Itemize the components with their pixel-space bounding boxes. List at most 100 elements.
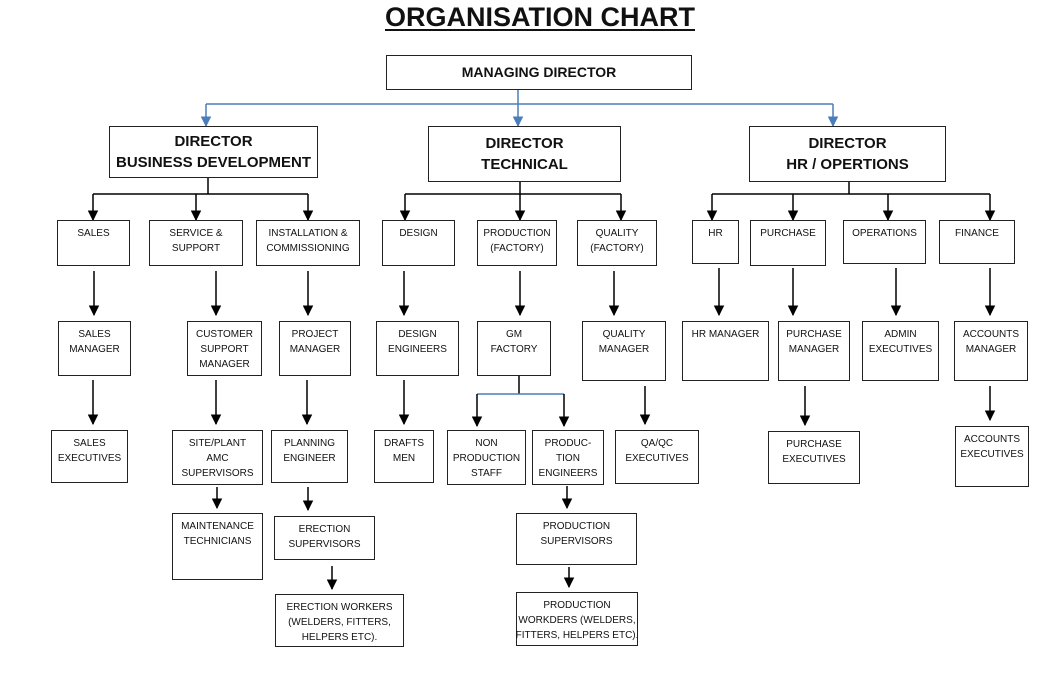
node-label-line: SERVICE & xyxy=(169,228,223,239)
node-label-line: (FACTORY) xyxy=(590,243,644,254)
node-label-line: TECHNICAL xyxy=(481,156,568,173)
node-label-line: DIRECTOR xyxy=(808,135,887,152)
node-label-line: CUSTOMER xyxy=(195,329,254,340)
node-label-line: SUPPORT xyxy=(200,344,249,355)
node-label-line: BUSINESS DEVELOPMENT xyxy=(115,154,312,171)
node-label-line: SUPERVISORS xyxy=(288,539,361,550)
node-label-line: DIRECTOR xyxy=(485,135,564,152)
node-label-line: SUPERVISORS xyxy=(540,536,613,547)
node-label-line: ENGINEERS xyxy=(538,468,598,479)
node-gm-factory: GM FACTORY xyxy=(477,321,551,376)
node-label-line: PLANNING xyxy=(283,438,336,449)
node-label-line: HR / OPERTIONS xyxy=(786,156,909,173)
node-label-line: ERECTION xyxy=(298,524,351,535)
node-erection-workers: ERECTION WORKERS (WELDERS, FITTERS, HELPER… xyxy=(275,594,404,647)
node-label-line: HELPERS ETC). xyxy=(301,632,378,643)
node-sales-executives: SALES EXECUTIVES xyxy=(51,430,128,483)
node-label-line: FINANCE xyxy=(955,228,999,239)
node-label-line: STAFF xyxy=(471,468,502,479)
node-purchase: PURCHASE xyxy=(750,220,826,266)
node-installation-commissioning: INSTALLATION & COMMISSIONING xyxy=(256,220,360,266)
node-label-line: QUALITY xyxy=(595,228,639,239)
node-admin-executives: ADMIN EXECUTIVES xyxy=(862,321,939,381)
node-label-line: PURCHASE xyxy=(760,228,816,239)
node-production-supervisors: PRODUCTION SUPERVISORS xyxy=(516,513,637,565)
node-label-line: EXECUTIVES xyxy=(625,453,689,464)
node-label-line: NON xyxy=(475,438,498,449)
node-label-line: INSTALLATION & xyxy=(268,228,348,239)
node-label-line: SALES xyxy=(73,438,106,449)
node-label-line: ACCOUNTS xyxy=(962,329,1020,340)
node-label-line: AMC xyxy=(206,453,229,464)
node-label-line: MANAGER xyxy=(788,344,840,355)
node-label-line: SUPPORT xyxy=(171,243,221,254)
node-label-line: (WELDERS, FITTERS, xyxy=(288,617,391,628)
node-label-line: MANAGER xyxy=(289,344,341,355)
node-sales-manager: SALES MANAGER xyxy=(58,321,131,376)
node-label-line: ENGINEER xyxy=(283,453,336,464)
node-label-line: MANAGER xyxy=(199,359,250,370)
node-label-line: SITE/PLANT xyxy=(188,438,247,449)
node-label-line: PRODUCTION xyxy=(483,228,551,239)
node-label-line: FACTORY xyxy=(490,344,538,355)
node-hr-manager: HR MANAGER xyxy=(682,321,769,381)
node-label-line: MANAGER xyxy=(69,344,120,355)
node-design: DESIGN xyxy=(382,220,455,266)
node-design-engineers: DESIGN ENGINEERS xyxy=(376,321,459,376)
node-label-line: QA/QC xyxy=(640,438,674,449)
node-label-line: COMMISSIONING xyxy=(266,243,350,254)
node-label-line: WORKDERS (WELDERS, xyxy=(518,615,636,626)
node-label-line: PRODUCTION xyxy=(542,521,611,532)
node-label-line: EXECUTIVES xyxy=(57,453,122,464)
node-label-line: ACCOUNTS xyxy=(963,434,1021,445)
node-production-factory: PRODUCTION(FACTORY) xyxy=(477,220,557,266)
node-erection-supervisors: ERECTION SUPERVISORS xyxy=(274,516,375,560)
node-label-line: MANAGING DIRECTOR xyxy=(461,64,617,80)
node-label-line: HR MANAGER xyxy=(691,329,760,340)
node-label-line: PRODUCTION xyxy=(543,600,611,611)
node-qa-qc-executives: QA/QC EXECUTIVES xyxy=(615,430,699,484)
node-label-line: PURCHASE xyxy=(786,329,842,340)
node-label-line: HR xyxy=(708,228,723,239)
node-label-line: PRODUCTION xyxy=(452,453,521,464)
page-title: ORGANISATION CHART xyxy=(385,2,695,32)
node-director-business-development: DIRECTOR BUSINESS DEVELOPMENT xyxy=(109,126,318,178)
node-service-support: SERVICE & SUPPORT xyxy=(149,220,243,266)
node-label-line: SALES xyxy=(77,228,110,239)
node-label-line: DIRECTOR xyxy=(174,133,253,150)
node-hr: HR xyxy=(692,220,739,264)
node-label-line: EXECUTIVES xyxy=(782,454,846,465)
node-operations: OPERATIONS xyxy=(843,220,926,264)
node-finance: FINANCE xyxy=(939,220,1015,264)
node-label-line: SALES xyxy=(78,329,111,340)
node-label-line: PURCHASE xyxy=(786,439,842,450)
node-label-line: ADMIN xyxy=(884,329,917,340)
node-label-line: DESIGN xyxy=(398,329,437,340)
node-label-line: TECHNICIANS xyxy=(183,536,252,547)
node-production-workers: PRODUCTION WORKDERS (WELDERS, FITTERS, HEL… xyxy=(516,592,638,646)
node-planning-engineer: PLANNING ENGINEER xyxy=(271,430,348,483)
node-quality-factory: QUALITY (FACTORY) xyxy=(577,220,657,266)
node-label-line: ENGINEERS xyxy=(388,344,447,355)
node-maintenance-technicians: MAINTENANCE TECHNICIANS xyxy=(172,513,263,580)
node-label-line: MEN xyxy=(392,453,416,464)
node-label-line: PRODUC- xyxy=(544,438,592,449)
node-label-line: EXECUTIVES xyxy=(868,344,933,355)
node-customer-support-manager: CUSTOMER SUPPORT MANAGER xyxy=(187,321,262,376)
node-non-production-staff: NON PRODUCTION STAFF xyxy=(447,430,526,485)
node-label-line: ERECTION WORKERS xyxy=(286,602,393,613)
node-purchase-executives: PURCHASE EXECUTIVES xyxy=(768,431,860,484)
node-label-line: FITTERS, HELPERS ETC). xyxy=(515,630,639,641)
node-accounts-manager: ACCOUNTS MANAGER xyxy=(954,321,1028,381)
node-label-line: GM xyxy=(505,329,523,340)
node-label-line: MANAGER xyxy=(965,344,1017,355)
node-label-line: MAINTENANCE xyxy=(181,521,254,532)
node-director-technical: DIRECTOR TECHNICAL xyxy=(428,126,621,182)
node-director-hr-operations: DIRECTOR HR / OPERTIONS xyxy=(749,126,946,182)
